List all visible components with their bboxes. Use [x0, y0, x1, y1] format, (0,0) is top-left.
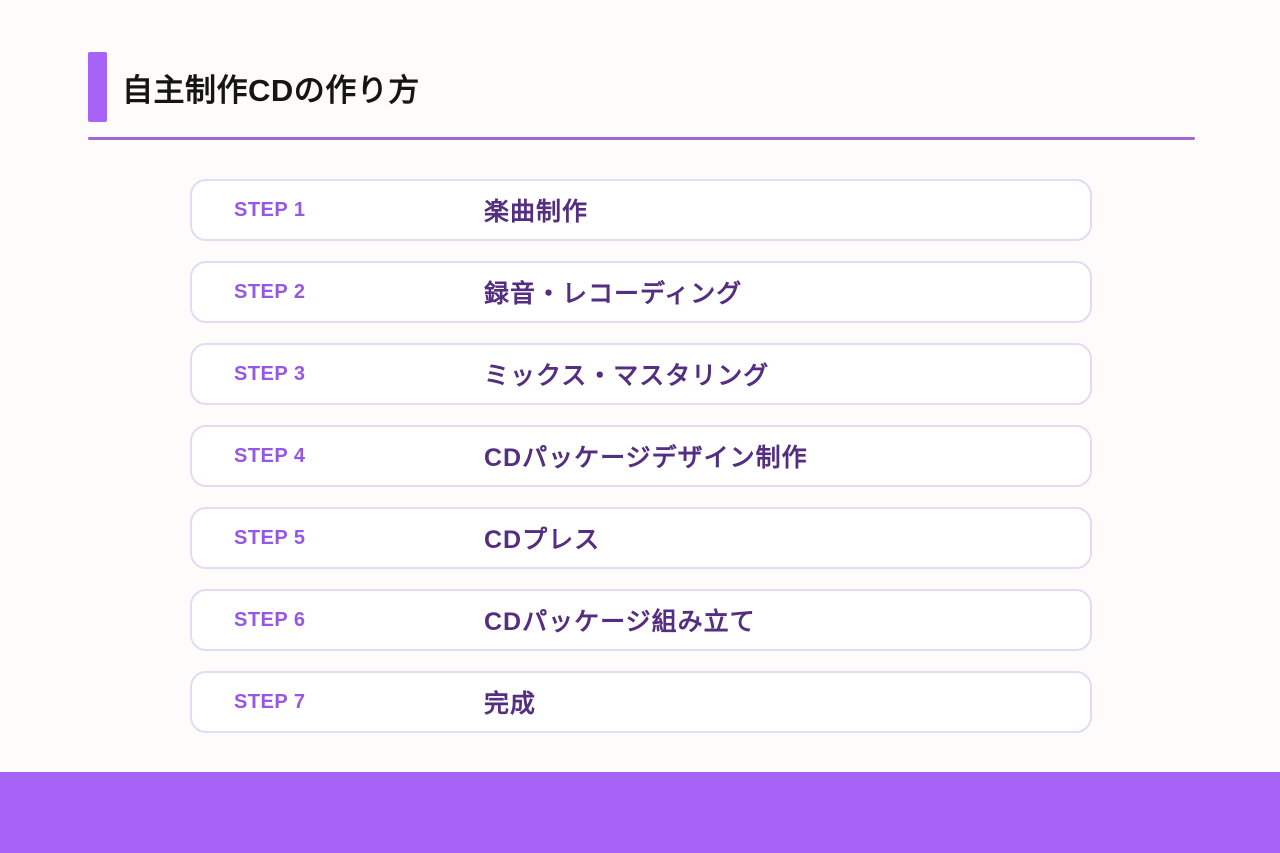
step-card-2: STEP 2 録音・レコーディング	[190, 261, 1092, 323]
step-number-label: STEP 1	[234, 198, 306, 221]
step-card-7: STEP 7 完成	[190, 671, 1092, 733]
title-divider-line	[88, 137, 1195, 140]
steps-list: STEP 1 楽曲制作 STEP 2 録音・レコーディング STEP 3 ミック…	[190, 179, 1092, 733]
step-title-text: CDパッケージ組み立て	[484, 608, 756, 636]
step-number-label: STEP 3	[234, 362, 306, 385]
step-title-text: CDパッケージデザイン制作	[484, 444, 808, 472]
step-card-6: STEP 6 CDパッケージ組み立て	[190, 589, 1092, 651]
footer-accent-bar	[0, 772, 1280, 853]
step-number-label: STEP 6	[234, 608, 306, 631]
step-title-text: 録音・レコーディング	[484, 280, 743, 308]
step-number-label: STEP 4	[234, 444, 306, 467]
page-title: 自主制作CDの作り方	[122, 72, 420, 108]
slide-header: 自主制作CDの作り方	[88, 52, 420, 122]
title-accent-bar	[88, 52, 107, 122]
step-card-4: STEP 4 CDパッケージデザイン制作	[190, 425, 1092, 487]
step-card-1: STEP 1 楽曲制作	[190, 179, 1092, 241]
step-title-text: 楽曲制作	[484, 198, 589, 226]
step-number-label: STEP 2	[234, 280, 306, 303]
step-number-label: STEP 7	[234, 690, 306, 713]
step-title-text: 完成	[484, 690, 537, 718]
step-title-text: CDプレス	[484, 526, 601, 554]
step-number-label: STEP 5	[234, 526, 306, 549]
step-card-3: STEP 3 ミックス・マスタリング	[190, 343, 1092, 405]
step-card-5: STEP 5 CDプレス	[190, 507, 1092, 569]
step-title-text: ミックス・マスタリング	[484, 362, 770, 390]
